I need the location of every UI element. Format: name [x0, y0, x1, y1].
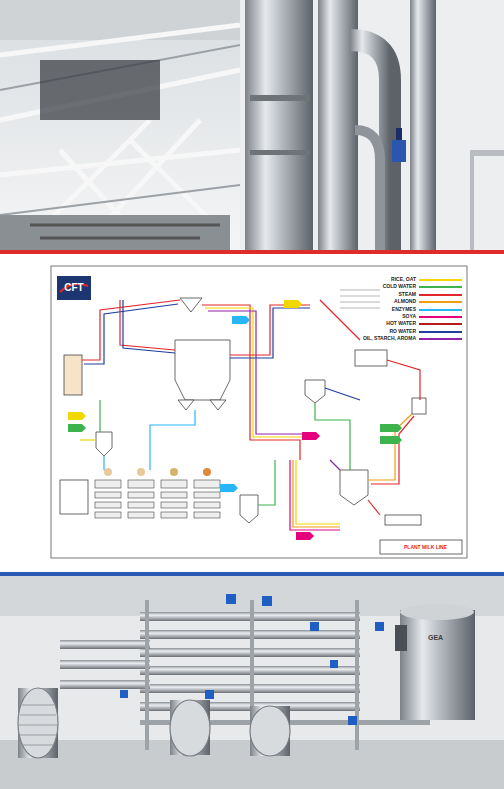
legend-swatch [419, 309, 462, 311]
legend-text: SOYA [402, 314, 416, 319]
legend-text: ALMOND [394, 299, 416, 304]
legend-text: OIL, STARCH, AROMA [363, 336, 416, 341]
legend-text: COLD WATER [383, 284, 416, 289]
legend-text: HOT WATER [386, 321, 416, 326]
legend-swatch [419, 301, 462, 303]
legend-swatch [419, 316, 462, 318]
label-text: CFT [64, 283, 83, 293]
legend-text: RO WATER [389, 329, 416, 334]
label-text: PLANT MILK LINE [404, 545, 447, 550]
legend-swatch [419, 338, 462, 340]
legend-text: ENZYMES [392, 307, 416, 312]
label-text: GEA [428, 634, 443, 641]
legend-text: STEAM [399, 292, 417, 297]
legend-swatch [419, 279, 462, 281]
legend-swatch [419, 331, 462, 333]
legend-swatch [419, 323, 462, 325]
legend-swatch [419, 286, 462, 288]
legend-swatch [419, 294, 462, 296]
legend-text: RICE, OAT [391, 277, 416, 282]
